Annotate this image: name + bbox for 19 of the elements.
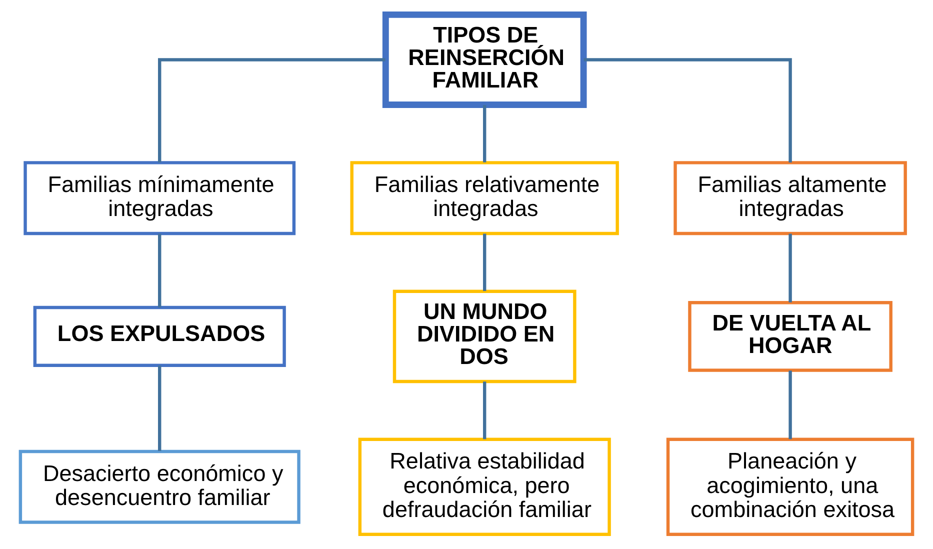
node-box: Relativa estabilidad económica, pero defraudación familiar [358,438,611,536]
node-box: LOS EXPULSADOS [33,306,286,367]
connector [788,234,792,302]
node-box: Desacierto económico y desencuentro familiar [18,450,300,524]
connector [158,234,162,308]
node-box: UN MUNDO DIVIDIDO EN DOS [392,290,576,384]
connector [788,370,792,440]
connector [158,58,386,162]
node-box: Familias relativamente integradas [350,161,619,236]
connector [584,58,792,162]
node-box: TIPOS DE REINSERCIÓN FAMILIAR [382,11,587,108]
connector [483,105,486,162]
node-box: Planeación y acogimiento, una combinación exitosa [666,438,914,536]
connector [158,365,162,452]
node-box: DE VUELTA AL HOGAR [688,301,892,372]
connector [483,234,486,291]
connector [483,382,486,440]
node-box: Familias mínimamente integradas [24,161,296,236]
node-box: Familias altamente integradas [674,161,907,236]
